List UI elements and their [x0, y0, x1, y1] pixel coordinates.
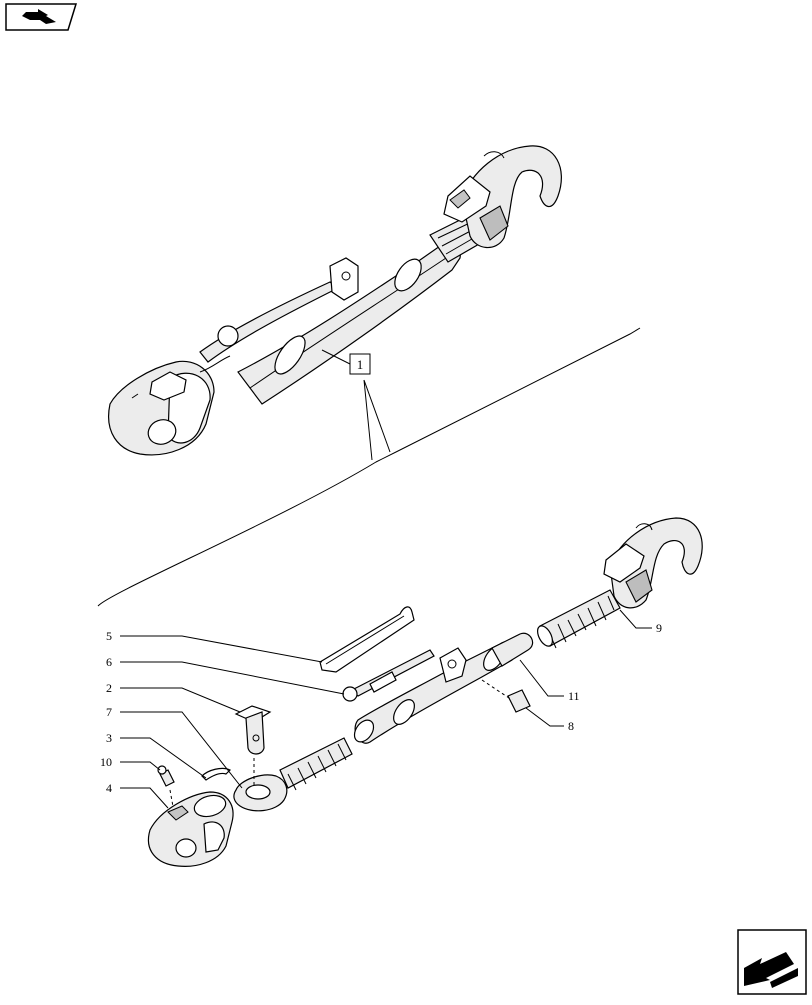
callout-label-4: 4 — [106, 781, 112, 795]
part-pin — [507, 689, 531, 713]
part-linch-clip — [201, 767, 232, 781]
callout-label-11: 11 — [568, 689, 580, 703]
callout-label-9: 9 — [656, 621, 662, 635]
back-arrow-icon — [5, 3, 78, 31]
back-button[interactable] — [4, 2, 78, 32]
part-spring-clip — [319, 606, 415, 673]
explode-bracket — [97, 327, 641, 607]
assembly-callout: 1 — [321, 349, 391, 461]
callout-label-1: 1 — [357, 357, 364, 372]
next-button[interactable] — [736, 928, 808, 996]
exploded-parts — [147, 517, 703, 867]
callout-label-6: 6 — [106, 655, 112, 669]
callout-box-1 — [349, 353, 371, 375]
callout-leaders: 5 6 2 7 3 10 4 9 11 8 — [100, 609, 662, 809]
callout-label-3: 3 — [106, 731, 112, 745]
part-lower-thread — [279, 737, 353, 789]
next-arrow-icon — [737, 929, 807, 995]
callout-label-2: 2 — [106, 681, 112, 695]
callout-label-8: 8 — [568, 719, 574, 733]
callout-label-10: 10 — [100, 755, 112, 769]
callout-label-5: 5 — [106, 629, 112, 643]
callout-label-7: 7 — [106, 705, 112, 719]
assembled-top-link — [108, 145, 562, 456]
